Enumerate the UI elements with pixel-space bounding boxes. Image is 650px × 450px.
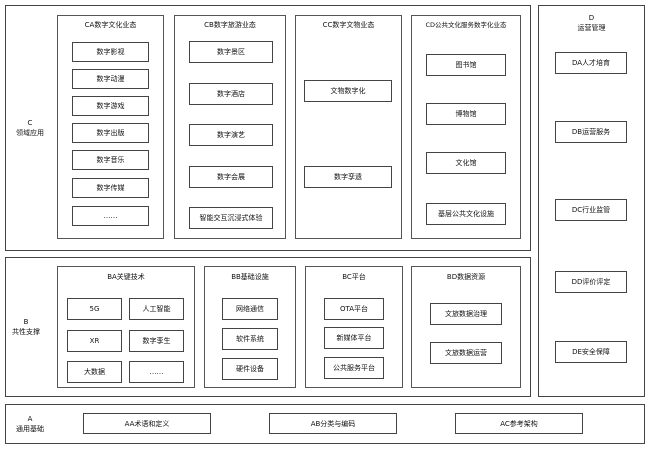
layer-b-name: 共性支撑 xyxy=(12,328,40,336)
layer-a-item: AA术语和定义 xyxy=(83,413,211,434)
layer-a-name: 通用基础 xyxy=(16,425,44,433)
cb-item: 数字会展 xyxy=(189,166,273,188)
cd-item: 博物馆 xyxy=(426,103,506,125)
bd-group xyxy=(411,266,521,388)
ca-item: 数字游戏 xyxy=(72,96,149,116)
ba-title: BA关键技术 xyxy=(107,273,145,281)
layer-d-item: DB运营服务 xyxy=(555,121,627,143)
layer-c-code: C xyxy=(27,119,33,127)
layer-a-code: A xyxy=(27,415,33,423)
layer-d-item: DE安全保障 xyxy=(555,341,627,363)
ca-item: …… xyxy=(72,206,149,226)
cd-item: 基层公共文化设施 xyxy=(426,203,506,225)
ba-item: 大数据 xyxy=(67,361,122,383)
ca-item: 数字出版 xyxy=(72,123,149,143)
ca-title: CA数字文化业态 xyxy=(84,21,137,29)
cb-item: 数字演艺 xyxy=(189,124,273,146)
ca-item: 数字影视 xyxy=(72,42,149,62)
bb-title: BB基础设施 xyxy=(231,273,269,281)
cc-group xyxy=(295,15,402,239)
cd-title: CD公共文化服务数字化业态 xyxy=(425,21,507,29)
bd-item: 文旅数据治理 xyxy=(430,303,502,325)
layer-c-name: 领域应用 xyxy=(16,129,44,137)
bc-item: 新媒体平台 xyxy=(324,327,384,349)
ca-item: 数字动漫 xyxy=(72,69,149,89)
cd-group xyxy=(411,15,521,239)
cc-title: CC数字文物业态 xyxy=(322,21,375,29)
layer-d-item: DC行业监管 xyxy=(555,199,627,221)
bc-item: 公共服务平台 xyxy=(324,357,384,379)
cd-item: 图书馆 xyxy=(426,54,506,76)
layer-d-name: 运营管理 xyxy=(577,24,606,32)
bb-item: 硬件设备 xyxy=(222,358,278,380)
layer-a-item: AC参考架构 xyxy=(455,413,583,434)
cb-item: 智能交互沉浸式体验 xyxy=(189,207,273,229)
layer-a-item: AB分类与编码 xyxy=(269,413,397,434)
layer-d-item: DA人才培育 xyxy=(555,52,627,74)
cb-item: 数字酒店 xyxy=(189,83,273,105)
cc-item: 文物数字化 xyxy=(304,80,392,102)
bc-item: OTA平台 xyxy=(324,298,384,320)
cb-title: CB数字旅游业态 xyxy=(204,21,256,29)
bd-title: BD数据资源 xyxy=(446,273,486,281)
ba-item: 人工智能 xyxy=(129,298,184,320)
ba-item: 5G xyxy=(67,298,122,320)
cb-item: 数字景区 xyxy=(189,41,273,63)
layer-b-code: B xyxy=(23,318,29,326)
ba-item: 数字孪生 xyxy=(129,330,184,352)
ba-item: …… xyxy=(129,361,184,383)
bb-item: 网络通信 xyxy=(222,298,278,320)
layer-d-code: D xyxy=(588,14,595,22)
cd-item: 文化馆 xyxy=(426,152,506,174)
ca-item: 数字音乐 xyxy=(72,150,149,170)
ba-item: XR xyxy=(67,330,122,352)
ca-item: 数字传媒 xyxy=(72,178,149,198)
bb-item: 软件系统 xyxy=(222,328,278,350)
cc-item: 数字孪遗 xyxy=(304,166,392,188)
bc-title: BC平台 xyxy=(342,273,366,281)
bd-item: 文旅数据运营 xyxy=(430,342,502,364)
bb-group xyxy=(204,266,296,388)
layer-d-item: DD评价评定 xyxy=(555,271,627,293)
